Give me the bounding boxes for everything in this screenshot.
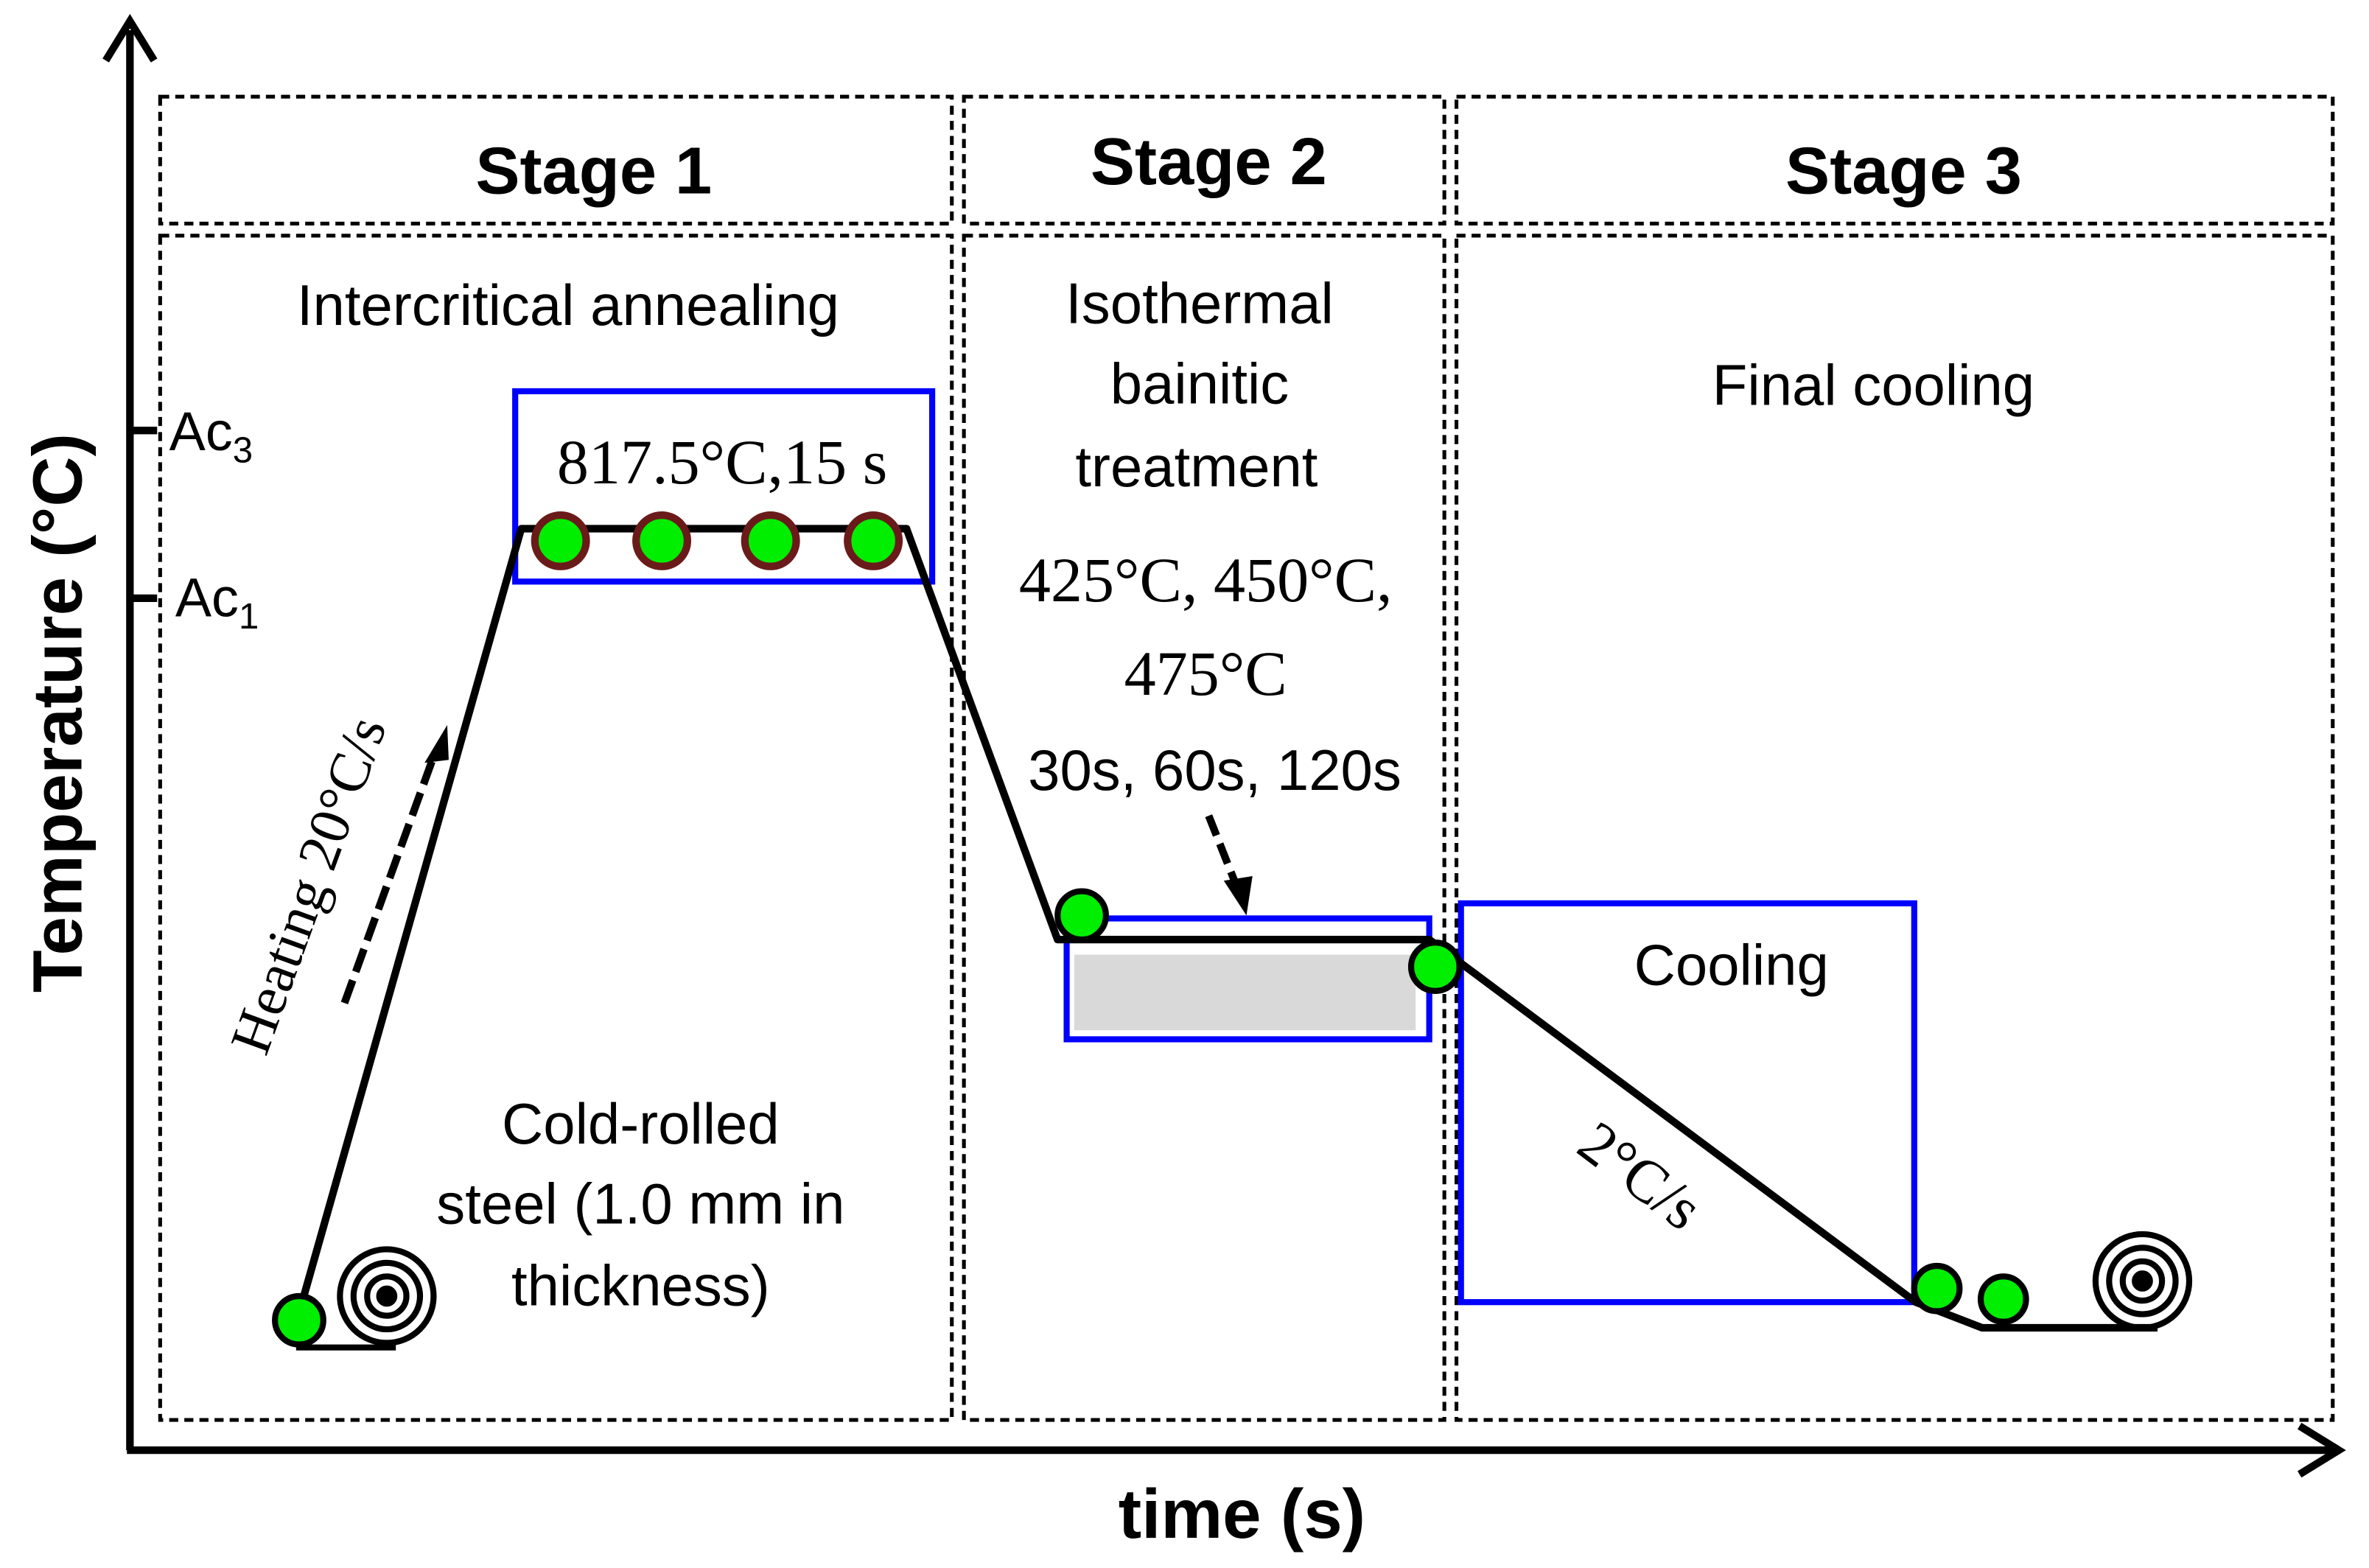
marker-cooled-1 [1911,1262,1963,1315]
ac1-label: Ac1 [175,567,259,636]
stage2-title: Stage 2 [1091,125,1327,199]
marker-anneal-4 [844,511,903,570]
stage2-process-line-2: bainitic [1110,351,1289,416]
stage2-process-line-1: Isothermal [1065,271,1334,336]
material-line-2: steel (1.0 mm in [436,1172,844,1236]
marker-isothermal-start [1054,888,1109,943]
stage2-temps-line-2: 475°C [1124,638,1287,709]
marker-anneal-2 [632,511,692,570]
stage2-times-label: 30s, 60s, 120s [1028,738,1402,802]
steel-coil-icon [295,1246,437,1351]
heating-rate-label: Heating 20°C/s [218,708,399,1061]
marker-cooled-2 [1977,1273,2029,1325]
ac3-label: Ac3 [169,401,253,470]
steel-coil-icon [2092,1231,2193,1331]
marker-anneal-3 [741,511,800,570]
marker-anneal-1 [531,511,590,570]
ac1-label-sub: 1 [239,596,259,637]
ac3-label-base: Ac [169,401,233,462]
cooling-box [1458,900,1917,1306]
annealing-condition-label: 817.5°C,15 s [557,427,887,497]
isothermal-hold-fill [1074,954,1416,1031]
stage1-process-label: Intercritical annealing [297,273,839,337]
annealing-box [512,388,936,585]
marker-isothermal-end [1407,939,1463,994]
stage1-body-frame [158,234,954,1422]
stage2-process-line-3: treatment [1075,434,1318,499]
stage3-process-label: Final cooling [1712,352,2034,417]
blue-boxes [512,388,1917,1306]
process-markers [272,511,2029,1348]
x-axis-arrowhead [2297,1422,2346,1478]
isothermal-time-arrow [1205,814,1253,916]
stage2-title-frame [962,94,1446,225]
stage3-title-frame [1455,94,2335,225]
material-line-1: Cold-rolled [502,1091,780,1156]
cooling-box-label: Cooling [1634,933,1829,998]
stage1-title: Stage 1 [475,133,712,208]
axes [102,13,2346,1478]
material-line-3: thickness) [511,1253,770,1317]
y-axis-arrowhead [102,13,158,63]
x-axis-label: time (s) [1119,1475,1365,1553]
heating-arrow [340,725,449,1005]
stage3-body-frame [1455,234,2335,1422]
marker-start [272,1292,326,1348]
stage3-title: Stage 3 [1785,133,2022,208]
ac1-label-base: Ac [175,567,239,628]
stage-frames [158,94,2335,1422]
cooling-rate-label: 2°C/s [1567,1108,1715,1243]
y-axis-label: Temperature (°C) [19,433,97,993]
ac3-label-sub: 3 [233,430,253,470]
stage2-temps-line-1: 425°C, 450°C, [1019,545,1393,615]
stage1-title-frame [158,94,954,225]
stage2-body-frame [962,234,1446,1422]
